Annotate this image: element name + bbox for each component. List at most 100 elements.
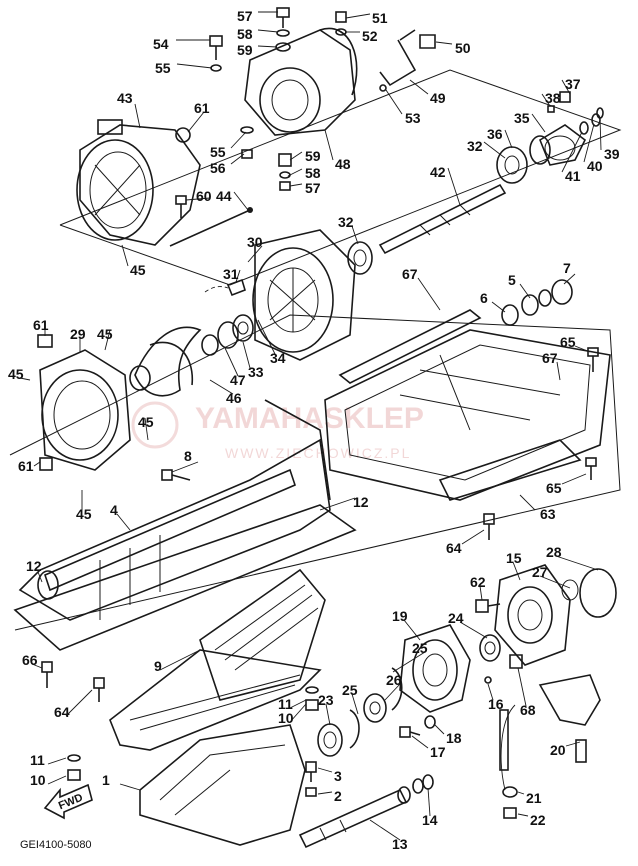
callout-c20: 20 [550, 742, 566, 758]
leader-line [31, 663, 43, 669]
leader-line [519, 494, 536, 511]
leader-line [351, 693, 359, 715]
diagram-code: GEI4100-5080 [20, 839, 92, 851]
wear-ring-housing [39, 349, 131, 471]
leader-line [289, 699, 307, 709]
leader-line [599, 117, 602, 151]
leader-line [257, 45, 278, 48]
leader-line [317, 767, 333, 773]
pump-cover-1 [139, 724, 306, 846]
callout-c27: 27 [532, 564, 548, 580]
leader-line [369, 819, 401, 841]
callout-c45c: 45 [8, 366, 24, 382]
callout-c68: 68 [520, 702, 536, 718]
callout-c58a: 58 [237, 26, 253, 42]
watermark-text: YAMAHASKLEP [195, 402, 424, 435]
callout-c66: 66 [22, 652, 38, 668]
leader-line [287, 168, 303, 177]
bolt-64 [483, 513, 495, 540]
callout-c23: 23 [318, 692, 334, 708]
leader-line [47, 757, 67, 765]
callout-c21: 21 [526, 790, 542, 806]
leader-line [325, 703, 331, 726]
leader-line [257, 29, 279, 33]
callout-c47: 47 [230, 372, 246, 388]
callout-c46: 46 [226, 390, 242, 406]
callout-c17: 17 [430, 744, 446, 760]
bearing-26 [349, 667, 403, 749]
leader-line [539, 575, 571, 589]
callout-c29: 29 [70, 326, 86, 342]
leader-line [417, 277, 441, 311]
nozzle-ring-19 [399, 624, 471, 713]
callout-c7: 7 [563, 260, 571, 276]
callout-c57b: 57 [305, 180, 321, 196]
watermark-logo [131, 401, 179, 449]
intake-grate [324, 309, 611, 501]
bolt-8 [161, 469, 191, 481]
leader-line [563, 273, 576, 285]
callout-c62: 62 [470, 574, 486, 590]
callout-c11b: 11 [30, 752, 45, 768]
callout-c61c: 61 [18, 458, 34, 474]
callout-c36: 36 [487, 126, 503, 142]
drive-shaft-42 [378, 183, 507, 255]
callout-c64b: 64 [54, 704, 70, 720]
leader-line [319, 497, 356, 511]
leader-line [33, 461, 41, 467]
leader-line [574, 345, 591, 353]
leader-line [144, 417, 149, 441]
callout-c45a: 45 [130, 262, 146, 278]
callout-c42: 42 [430, 164, 446, 180]
ride-plate-frame [13, 504, 357, 651]
leader-line [37, 571, 43, 583]
bolts-left [41, 661, 105, 702]
callout-c35: 35 [514, 110, 530, 126]
callout-c34: 34 [270, 350, 286, 366]
bolt-17 [399, 726, 421, 738]
leader-line [317, 791, 333, 795]
leader-line [176, 63, 213, 69]
leader-line [519, 283, 531, 299]
nozzle-15 [494, 564, 571, 666]
leader-line [209, 379, 234, 395]
callout-c18: 18 [446, 730, 462, 746]
callout-c67b: 67 [542, 350, 558, 366]
callout-c37: 37 [565, 76, 581, 92]
callout-c10b: 10 [30, 772, 46, 788]
leader-line [104, 329, 111, 351]
callout-c6: 6 [480, 290, 488, 306]
washer-stack [67, 686, 319, 781]
leader-line [324, 129, 334, 161]
callout-c45b: 45 [97, 326, 113, 342]
callout-c31: 31 [223, 266, 239, 282]
callout-c25: 25 [412, 640, 428, 656]
bolt-stack-lower [240, 126, 292, 191]
leader-line [541, 93, 551, 107]
stator-housing [252, 229, 356, 361]
callout-c61b: 61 [33, 317, 49, 333]
callout-c59b: 59 [305, 148, 321, 164]
callout-c32a: 32 [467, 138, 483, 154]
leader-line [531, 113, 546, 133]
leader-line [427, 787, 431, 817]
leader-line [230, 153, 245, 165]
leader-line [233, 191, 249, 211]
steering-bracket [499, 674, 601, 791]
callout-c16: 16 [488, 696, 504, 712]
seal-set [201, 314, 254, 356]
callout-c50: 50 [455, 40, 471, 56]
callout-c65b: 65 [546, 480, 562, 496]
leader-line [134, 103, 141, 129]
callout-c48: 48 [335, 156, 351, 172]
leader-line [392, 651, 426, 673]
callout-c25b: 25 [342, 682, 358, 698]
leader-line [242, 341, 251, 369]
callout-c9: 9 [154, 658, 162, 674]
leader-line [483, 141, 506, 159]
callout-c45e: 45 [76, 506, 92, 522]
fwd-arrow-icon: FWD [43, 783, 93, 820]
callout-c44: 44 [216, 188, 232, 204]
